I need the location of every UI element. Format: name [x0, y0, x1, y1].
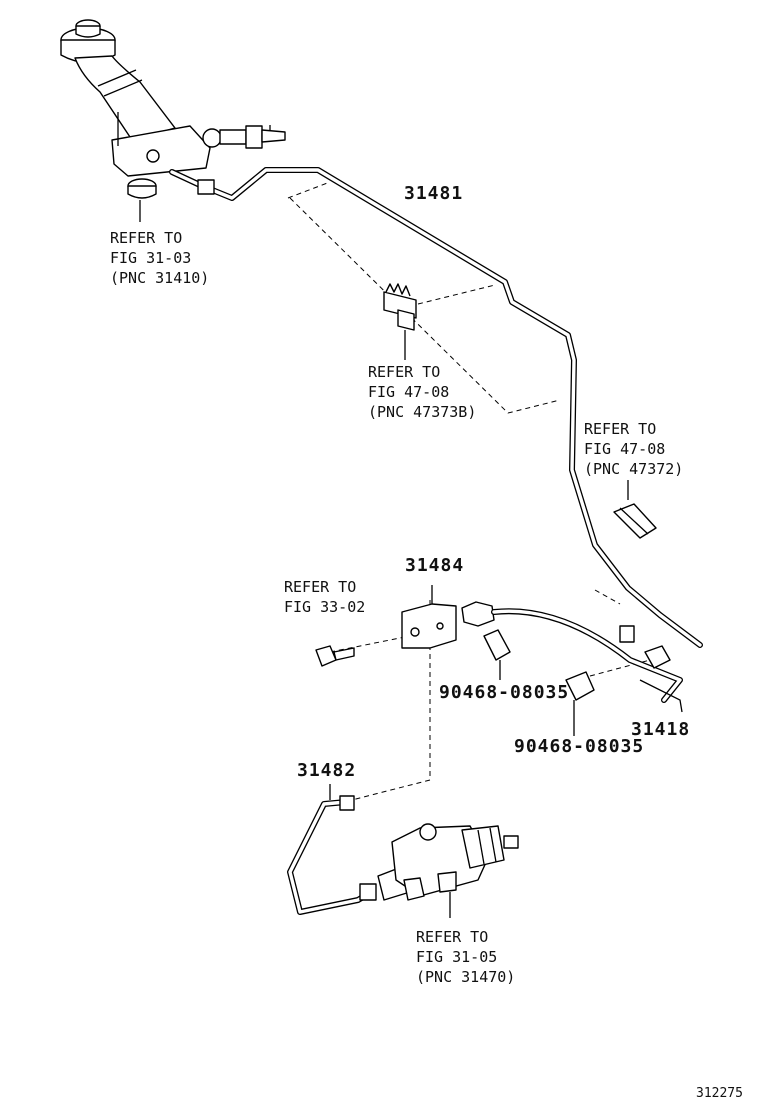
reference-line: REFER TO	[368, 363, 441, 381]
reference-line: (PNC 31410)	[110, 269, 210, 287]
clamp-upper	[383, 283, 417, 360]
figure-number: 312275	[696, 1086, 743, 1101]
release-cylinder	[377, 823, 519, 918]
release-cylinder-reference: REFER TO FIG 31-05 (PNC 31470)	[416, 927, 515, 987]
reference-line: FIG 31-03	[110, 249, 192, 267]
leader-lines	[287, 181, 651, 803]
reference-line: FIG 47-08	[584, 440, 666, 458]
part-number-clip-b: 90468-08035	[514, 736, 645, 757]
clamp-upper-reference: REFER TO FIG 47-08 (PNC 47373B)	[368, 362, 476, 422]
clutch-tube-lower	[287, 784, 377, 915]
reference-line: (PNC 47372)	[584, 460, 684, 478]
part-number-31418: 31418	[631, 719, 691, 740]
reference-line: (PNC 31470)	[416, 968, 516, 986]
bracket	[401, 585, 457, 649]
reference-line: FIG 33-02	[284, 598, 366, 616]
part-number-31484: 31484	[405, 555, 465, 576]
reference-line: (PNC 47373B)	[368, 403, 477, 421]
clamp-right	[613, 480, 657, 539]
bolt-reference: REFER TO FIG 33-02	[284, 577, 365, 617]
clip-b	[565, 671, 595, 736]
reference-line: REFER TO	[416, 928, 489, 946]
reference-line: REFER TO	[284, 578, 357, 596]
clamp-right-reference: REFER TO FIG 47-08 (PNC 47372)	[584, 419, 683, 479]
bolt	[315, 645, 355, 667]
part-number-clip-a: 90468-08035	[439, 682, 570, 703]
reference-line: FIG 31-05	[416, 948, 498, 966]
clutch-tube-main	[169, 167, 703, 648]
master-cylinder-reference: REFER TO FIG 31-03 (PNC 31410)	[110, 228, 209, 288]
reference-line: FIG 47-08	[368, 383, 450, 401]
reference-line: REFER TO	[584, 420, 657, 438]
master-cylinder	[60, 19, 286, 222]
reference-line: REFER TO	[110, 229, 183, 247]
flexible-hose	[461, 601, 683, 713]
part-number-31482: 31482	[297, 760, 357, 781]
clip-a	[483, 629, 511, 680]
part-number-31481: 31481	[404, 183, 464, 204]
